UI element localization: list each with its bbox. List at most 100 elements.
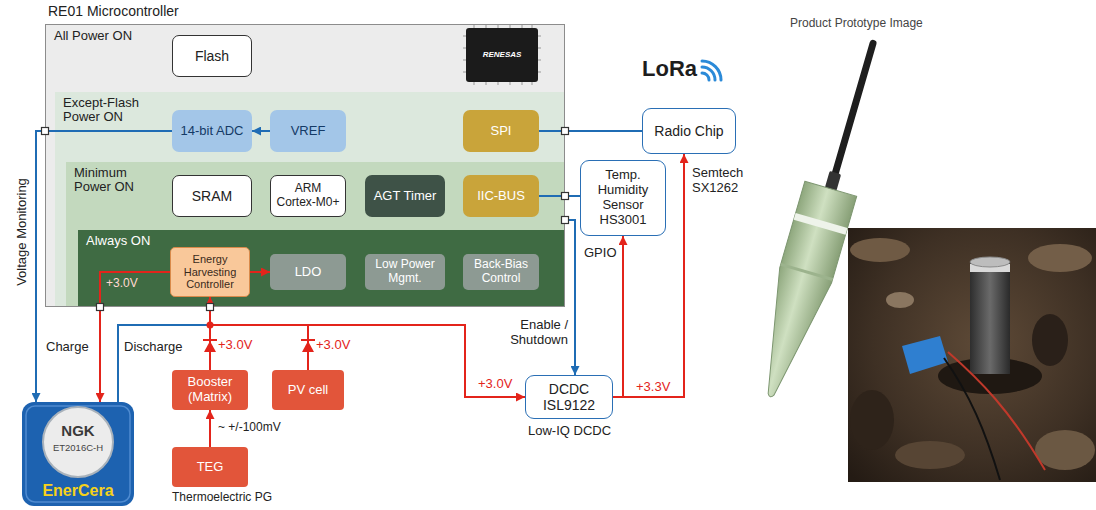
pin-marker [42, 128, 49, 135]
flow-label: Discharge [124, 340, 183, 355]
connector [539, 130, 642, 132]
block-label: IIC-BUS [466, 189, 536, 204]
block-label: Temp. Humidity Sensor HS3001 [584, 168, 662, 228]
battery-body [22, 402, 134, 506]
power-domain-band: Minimum Power ON SRAM ARM Cortex-M0+ AGT Ti… [66, 162, 564, 306]
pin-marker [97, 304, 104, 311]
cylinder-top [970, 257, 1010, 267]
logo-text: LoRa [642, 56, 697, 81]
pin-marker [207, 304, 214, 311]
signal-name: Enable / Shutdown [498, 318, 568, 348]
memory-block: Flash [172, 35, 252, 77]
antenna [829, 39, 878, 185]
connector [209, 410, 211, 447]
sensor-chip: Temp. Humidity Sensor HS3001 [580, 160, 666, 236]
signal-name: Voltage Monitoring [15, 178, 30, 286]
soil-clod [886, 292, 914, 308]
pin-marker [562, 217, 569, 224]
block-label: SRAM [176, 188, 248, 204]
voltage-label: +3.3V [636, 380, 670, 395]
block-label: PV cell [275, 383, 341, 398]
analog-block: 14-bit ADC [172, 110, 252, 152]
voltage-label: +3.0V [316, 338, 350, 353]
converter-chip: DCDC ISL9122 [525, 375, 613, 419]
battery: NGK ET2016C-H EnerCera [22, 402, 134, 506]
connector [210, 297, 525, 397]
power-source: TEG [172, 447, 248, 487]
power-source: PV cell [272, 370, 344, 410]
block-label: VREF [273, 124, 343, 139]
block-label: Flash [176, 48, 248, 64]
analog-block: VREF [270, 110, 346, 152]
field-photo [848, 228, 1096, 482]
power-block: Low Power Mgmt. [365, 254, 445, 290]
block-label: LDO [273, 265, 343, 280]
signal-name: GPIO [584, 246, 617, 261]
voltage-label: ~ +/-100mV [218, 421, 281, 435]
soil-clod [895, 441, 965, 469]
soil-clod [850, 390, 894, 450]
chip-title: RE01 Microcontroller [48, 3, 179, 19]
soil-clod [1035, 430, 1095, 470]
product-name: EnerCera [22, 482, 134, 500]
domain-label: All Power ON [54, 29, 146, 43]
flow-label: Charge [46, 340, 89, 355]
chip-pins [463, 25, 541, 85]
power-block: LDO [270, 254, 346, 290]
voltage-label: +3.0V [106, 277, 138, 291]
block-label: 14-bit ADC [175, 124, 249, 139]
connector [118, 297, 210, 402]
voltage-label: +3.0V [218, 338, 252, 353]
connector [252, 130, 270, 132]
voltage-label: +3.0V [478, 377, 512, 392]
probe-stripe [794, 213, 848, 235]
battery-cell [43, 407, 113, 477]
block-label: SPI [466, 124, 536, 139]
block-label: DCDC ISL9122 [529, 381, 609, 413]
chip-icon [463, 25, 541, 85]
block-label: ARM Cortex-M0+ [274, 182, 342, 210]
domain-label: Minimum Power ON [74, 166, 166, 195]
domain-label: Always ON [86, 234, 178, 248]
part-note: Low-IQ DCDC [528, 424, 611, 439]
probe-body [744, 181, 856, 404]
domain-label: Except-Flash Power ON [63, 96, 155, 125]
pin-marker [562, 128, 569, 135]
pin-marker [562, 193, 569, 200]
interface-block: IIC-BUS [463, 175, 539, 217]
block-label: AGT Timer [368, 189, 442, 204]
soil-ground [848, 228, 1096, 482]
part-number: Semtech SX1262 [692, 166, 752, 196]
connector [613, 236, 623, 397]
connector [100, 272, 170, 402]
caption-label: Product Prototype Image [790, 17, 923, 31]
block-label: Low Power Mgmt. [368, 258, 442, 286]
connector [539, 195, 580, 197]
soil-clod [850, 238, 910, 262]
wire [944, 358, 1000, 480]
wire [948, 352, 1045, 470]
power-controller: Energy Harvesting Controller [170, 247, 250, 297]
interface-block: SPI [463, 110, 539, 152]
wave-arc [702, 73, 709, 80]
connector [36, 131, 172, 402]
memory-block: SRAM [172, 175, 252, 217]
model-number: ET2016C-H [22, 443, 134, 454]
probe-seam [780, 263, 833, 281]
block-label: Back-Bias Control [466, 258, 536, 286]
power-block: Back-Bias Control [463, 254, 539, 290]
block-label: Energy Harvesting Controller [174, 253, 246, 291]
part-note: Thermoelectric PG [172, 491, 272, 505]
connector [564, 220, 575, 375]
sensor-cylinder [970, 262, 1010, 374]
blue-tag [902, 336, 948, 374]
block-label: TEG [175, 460, 245, 475]
power-domain-band: Always ON Energy Harvesting Controller LDO… [78, 230, 564, 306]
block-label: Booster (Matrix) [175, 375, 245, 405]
power-domain-band: Except-Flash Power ON 14-bit ADC VREF SPI Mi… [55, 92, 564, 306]
wave-arc [702, 67, 715, 80]
block-label: Radio Chip [646, 123, 732, 139]
soil-clod [1028, 244, 1092, 272]
power-source: Booster (Matrix) [172, 370, 248, 410]
brand-label: NGK [22, 422, 134, 439]
